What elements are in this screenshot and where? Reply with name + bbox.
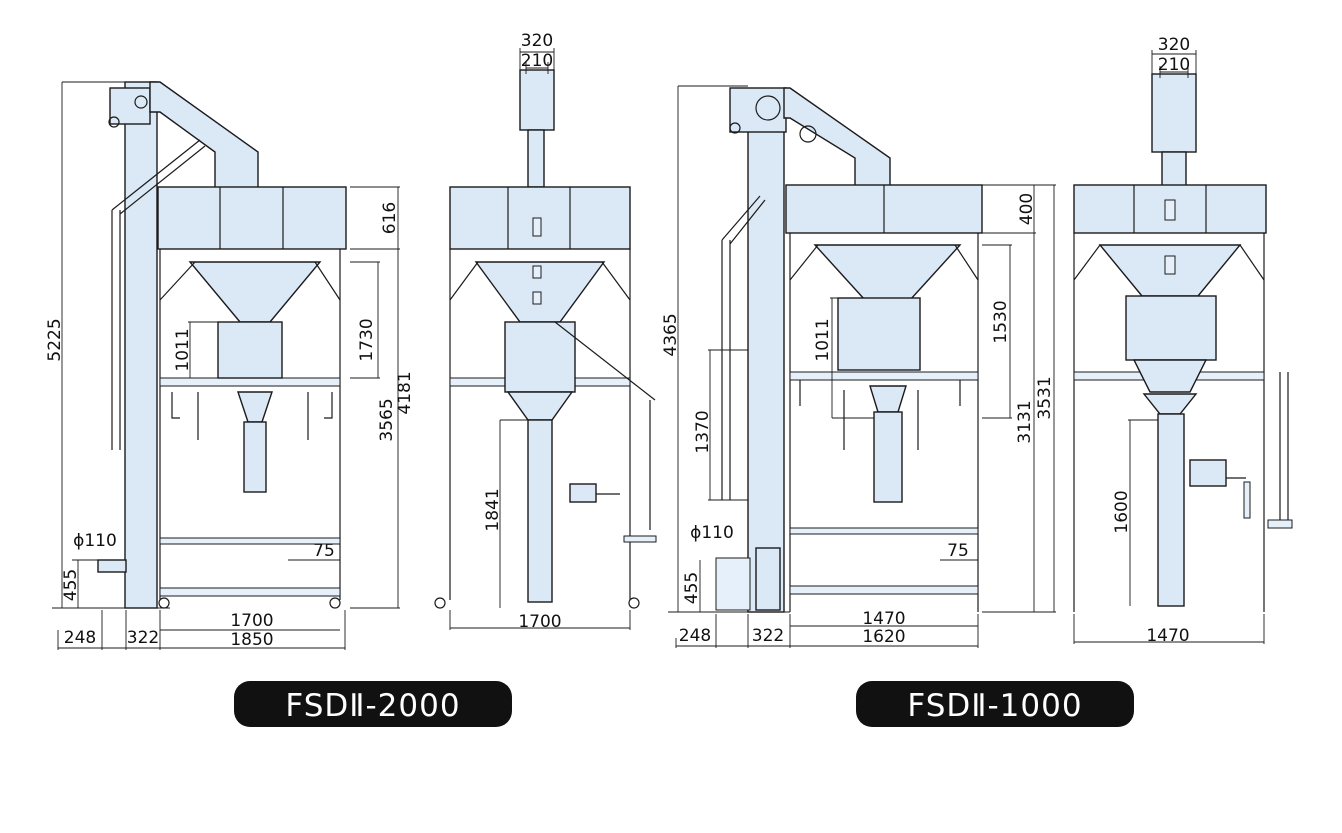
dim-2000-cone-height: 1730 bbox=[357, 318, 377, 361]
dim-2000-inner-width-side: 1700 bbox=[230, 611, 273, 631]
fsd1000-front-view bbox=[1073, 73, 1293, 612]
dim-2000-offset-248: 248 bbox=[64, 628, 96, 648]
dim-1000-scale-height: 1011 bbox=[813, 318, 833, 361]
dim-2000-hopper-height: 616 bbox=[380, 202, 400, 234]
dim-1000-inner-width-side: 1470 bbox=[862, 609, 905, 629]
dim-1000-offset-322: 322 bbox=[752, 626, 784, 646]
dim-2000-top-inner-width: 210 bbox=[521, 51, 553, 71]
dim-1000-inlet-diameter: ϕ110 bbox=[690, 523, 734, 543]
dim-2000-total-height: 4181 bbox=[395, 371, 415, 414]
dim-1000-frame-height: 3131 bbox=[1015, 400, 1035, 443]
dim-1000-top-inner-width: 210 bbox=[1158, 55, 1190, 75]
fsd1000-dimension-labels: 4365 320 210 400 1530 1011 1370 3131 353… bbox=[661, 35, 1190, 647]
dimension-lines bbox=[52, 48, 1265, 650]
dim-2000-inner-width-front: 1700 bbox=[518, 612, 561, 632]
dim-1000-cone-height: 1530 bbox=[991, 300, 1011, 343]
dim-1000-overall-height: 4365 bbox=[661, 313, 681, 356]
fsd2000-side-view bbox=[97, 81, 347, 609]
dim-1000-inner-width-front: 1470 bbox=[1146, 626, 1189, 646]
dim-2000-scale-height: 1011 bbox=[173, 328, 193, 371]
dim-2000-offset-75: 75 bbox=[313, 541, 335, 561]
dim-1000-top-width: 320 bbox=[1158, 35, 1190, 55]
model-name-fsd1000: FSDⅡ-1000 bbox=[907, 688, 1082, 724]
dim-1000-offset-75: 75 bbox=[947, 541, 969, 561]
model-badge-fsd1000: FSDⅡ-1000 bbox=[856, 681, 1134, 727]
dim-1000-discharge-height: 1370 bbox=[693, 410, 713, 453]
dim-1000-hopper-height: 400 bbox=[1017, 193, 1037, 225]
dim-2000-outer-width: 1850 bbox=[230, 630, 273, 650]
dim-2000-discharge-height: 1841 bbox=[483, 488, 503, 531]
dim-2000-frame-height: 3565 bbox=[377, 398, 397, 441]
dim-1000-total-height: 3531 bbox=[1035, 376, 1055, 419]
dim-1000-front-discharge-height: 1600 bbox=[1112, 490, 1132, 533]
fsd1000-side-view bbox=[715, 87, 983, 613]
fsd2000-front-view bbox=[434, 69, 657, 609]
dim-1000-inlet-height: 455 bbox=[682, 572, 702, 604]
dim-2000-inlet-diameter: ϕ110 bbox=[73, 531, 117, 551]
dim-2000-offset-322: 322 bbox=[127, 628, 159, 648]
model-name-fsd2000: FSDⅡ-2000 bbox=[285, 688, 460, 724]
dim-1000-offset-248: 248 bbox=[679, 626, 711, 646]
dim-2000-top-width: 320 bbox=[521, 31, 553, 51]
dim-2000-overall-height: 5225 bbox=[45, 318, 65, 361]
dim-2000-inlet-height: 455 bbox=[61, 569, 81, 601]
fsd2000-dimension-labels: 5225 320 210 616 1730 1011 3565 4181 184… bbox=[45, 31, 562, 650]
dim-1000-outer-width: 1620 bbox=[862, 627, 905, 647]
model-badge-fsd2000: FSDⅡ-2000 bbox=[234, 681, 512, 727]
